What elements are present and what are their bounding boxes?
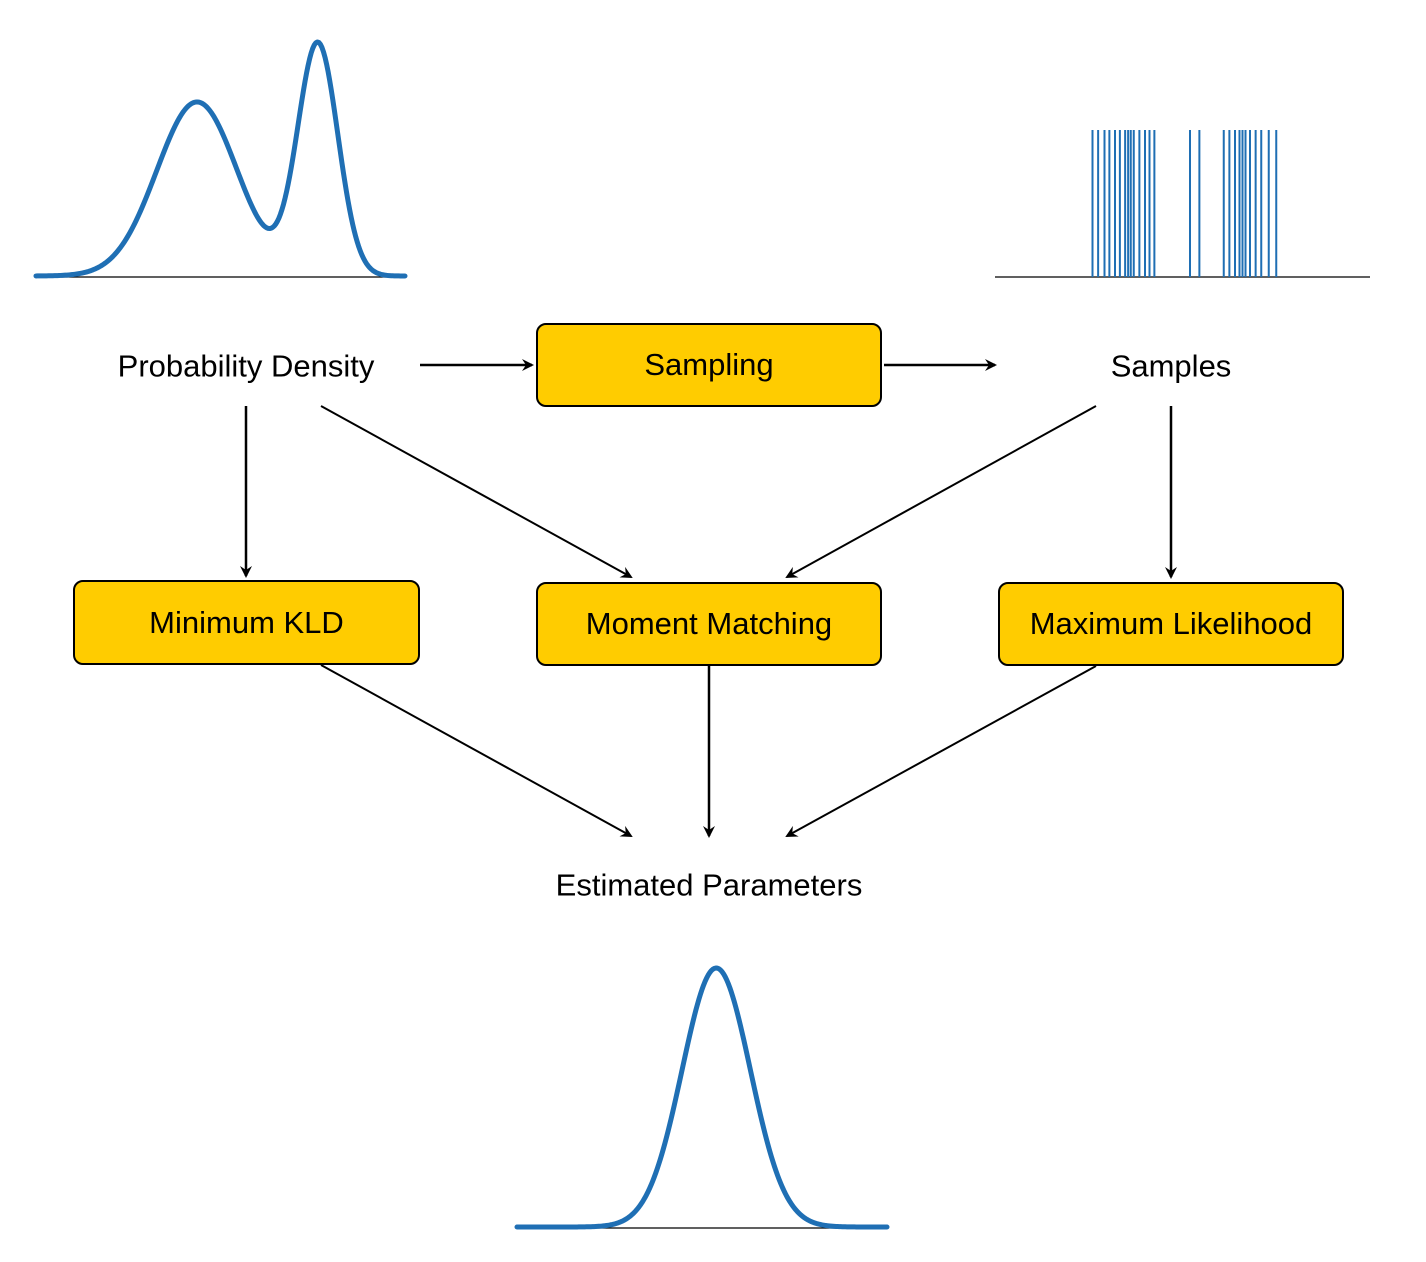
gaussian-density-plot [514, 965, 890, 1230]
node-estimated-parameters: Estimated Parameters [555, 867, 863, 903]
sample-rug-ticks [1091, 130, 1278, 277]
node-samples: Samples [1110, 348, 1232, 384]
node-sampling-box: Sampling [536, 323, 882, 407]
node-minimum-kld-label: Minimum KLD [149, 604, 344, 640]
node-maximum-likelihood-label: Maximum Likelihood [1029, 606, 1313, 641]
flow-arrows [240, 359, 1177, 838]
arrow-density-to-moment-matching [320, 405, 633, 578]
node-minimum-kld-box: Minimum KLD [73, 580, 420, 665]
node-sampling-label: Sampling [644, 347, 774, 382]
bimodal-density-plot [33, 39, 408, 279]
node-moment-matching-box: Moment Matching [536, 582, 882, 666]
node-moment-matching-label: Moment Matching [585, 606, 833, 641]
gaussian-density-curve [514, 965, 890, 1230]
arrow-maximum-likelihood-to-estimated [785, 665, 1097, 837]
arrow-minimum-kld-to-estimated [320, 664, 633, 837]
samples-rug-plot [995, 130, 1370, 278]
node-probability-density: Probability Density [117, 348, 375, 384]
arrow-samples-to-moment-matching [785, 405, 1097, 578]
bimodal-density-curve [33, 39, 408, 279]
node-maximum-likelihood-box: Maximum Likelihood [998, 582, 1344, 666]
